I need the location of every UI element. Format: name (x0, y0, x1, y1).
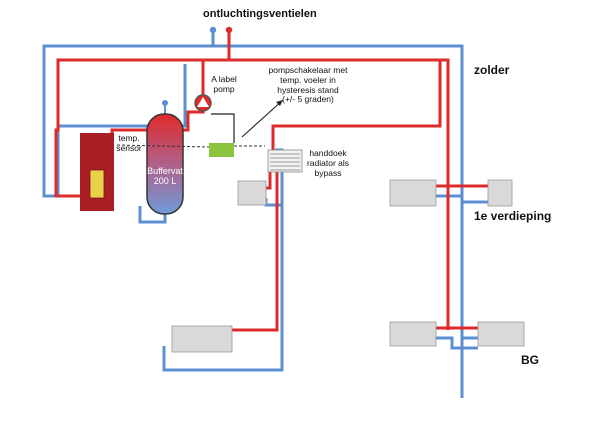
towel-radiator-label: handdoek radiator als bypass (298, 148, 358, 178)
supply-pipe-1f-left (266, 170, 272, 190)
pump-label-line-2: pomp (213, 83, 235, 94)
annotation-arrow-head (276, 100, 283, 106)
return-pipe-boiler-inner (56, 64, 187, 196)
return-pipe-bg-right (436, 336, 478, 350)
vent-valve-blue (209, 26, 217, 34)
pump-switch-controller (209, 143, 234, 157)
tank-vent-valve (162, 100, 168, 106)
return-pipe-1f-left (264, 198, 282, 207)
supply-pipe-pump (178, 60, 205, 132)
pump-switch-line-4: (+/- 5 graden) (282, 94, 334, 105)
towel-radiator-line-3: bypass (314, 167, 342, 178)
radiator-1f-right-a (389, 179, 437, 207)
radiator-bg-right-b (477, 321, 525, 347)
towel-radiator-line-1: handdoek (309, 148, 347, 158)
radiator-bg-left (171, 325, 233, 353)
vents-label: ontluchtingsventielen (203, 8, 317, 20)
boiler-window (89, 169, 105, 199)
buffer-tank-label: Buffervat 200 L (147, 166, 183, 187)
pump-switch-line-3: hysteresis stand (277, 84, 339, 95)
pump-label: A label pomp (204, 74, 244, 95)
pump-triangle-icon (197, 97, 209, 107)
buffer-tank (146, 113, 184, 215)
radiator-bg-right-a (389, 321, 437, 347)
annotation-arrow-line (241, 99, 284, 138)
supply-pipe-branch (271, 60, 442, 152)
towel-radiator (267, 149, 303, 173)
buffer-tank-line-2: 200 L (153, 176, 177, 187)
pump-switch-line-2: temp. voeler in (280, 74, 336, 85)
temp-sensor-line-2: sensor (116, 142, 142, 153)
supply-pipe-main-loop (54, 58, 450, 330)
pump-control-wire (211, 113, 235, 143)
sensor-wire (116, 144, 210, 148)
temp-sensor-label: temp. sensor (112, 133, 146, 154)
ground-floor-label: BG (521, 353, 539, 367)
pump-label-line-1: A label (211, 74, 237, 84)
radiator-1f-left (237, 180, 267, 206)
return-pipe-tank-bottom (138, 206, 167, 224)
vent-valve-red (225, 26, 233, 34)
temp-sensor-line-1: temp. (118, 133, 140, 143)
pump-switch-line-1: pompschakelaar met (268, 65, 348, 75)
supply-pipe-towel-down (232, 168, 279, 332)
attic-label: zolder (474, 63, 510, 77)
towel-radiator-line-2: radiator als (306, 157, 350, 168)
first-floor-label: 1e verdieping (474, 209, 552, 223)
supply-pipes (54, 30, 490, 332)
pump-switch-label: pompschakelaar met temp. voeler in hyste… (256, 65, 360, 105)
buffer-tank-line-1: Buffervat (147, 166, 183, 176)
radiator-1f-right-b (487, 179, 513, 207)
